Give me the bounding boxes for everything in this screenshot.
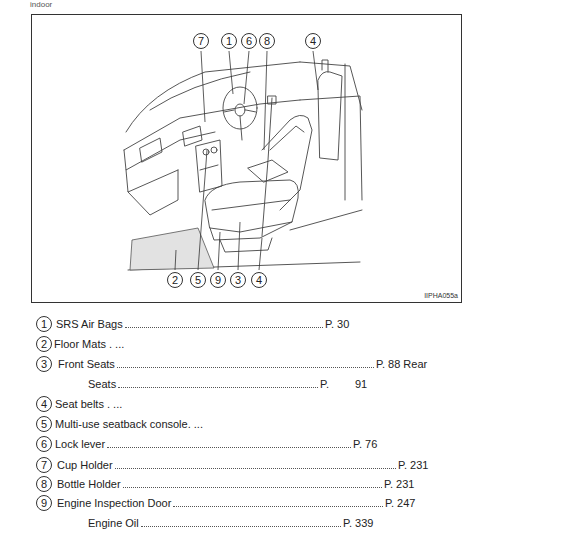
- callout-number: 3: [235, 274, 241, 286]
- list-text: Seats: [88, 377, 116, 391]
- dot-leader: [107, 447, 351, 448]
- callout-number: 1: [41, 318, 47, 330]
- callout-number: 2: [41, 338, 47, 350]
- page-ref: P. 231: [398, 458, 428, 472]
- list-text: Engine Inspection Door: [57, 496, 171, 510]
- dot-leader: [125, 327, 323, 328]
- callout-circle: 9: [36, 495, 52, 511]
- callout-circle: 1: [36, 316, 52, 332]
- callout-number: 8: [41, 478, 47, 490]
- dot-leader: [123, 487, 382, 488]
- callout-number: 9: [215, 274, 221, 286]
- callout-circle: 4: [251, 272, 267, 288]
- page-ref: 91: [355, 377, 367, 391]
- page-ref: P. 247: [385, 496, 415, 510]
- callout-circle: 8: [36, 476, 52, 492]
- page-ref: P. 339: [343, 516, 373, 530]
- list-text: Seat belts . ...: [55, 397, 122, 411]
- callout-circle: 1: [221, 33, 237, 49]
- callout-circle: 3: [230, 272, 246, 288]
- page-ref: P.: [320, 377, 329, 391]
- callout-circle: 7: [193, 33, 209, 49]
- callout-circle: 5: [190, 272, 206, 288]
- page-ref: P. 88 Rear: [376, 357, 427, 371]
- callout-circle: 2: [36, 336, 52, 352]
- callout-number: 4: [41, 398, 47, 410]
- callout-circle: 6: [241, 33, 257, 49]
- callout-number: 5: [41, 418, 47, 430]
- dot-leader: [115, 468, 396, 469]
- callout-circle: 3: [36, 356, 52, 372]
- callout-circle: 5: [36, 416, 52, 432]
- figure-frame: IIPHA055a 7 1 68 4 2 5 9 3 4: [31, 14, 462, 303]
- list-text: Bottle Holder: [57, 477, 121, 491]
- list-text: Cup Holder: [57, 458, 113, 472]
- list-text: Floor Mats . ...: [54, 337, 124, 351]
- page-ref: P. 76: [353, 437, 377, 451]
- list-text: Multi-use seatback console. ...: [55, 417, 203, 431]
- list-text: Engine Oil: [88, 516, 139, 530]
- callout-number: 7: [41, 459, 47, 471]
- callout-number: 9: [41, 497, 47, 509]
- callout-number: 2: [172, 274, 178, 286]
- callout-number: 4: [256, 274, 262, 286]
- callout-number: 3: [41, 358, 47, 370]
- page-ref: P. 30: [325, 317, 349, 331]
- page-ref: P. 231: [384, 477, 414, 491]
- dot-leader: [118, 387, 318, 388]
- header-text: indoor: [30, 0, 52, 10]
- callout-number: 7: [198, 35, 204, 47]
- callout-circle: 6: [36, 436, 52, 452]
- list-text: Lock lever: [55, 437, 105, 451]
- callout-circle: 4: [305, 33, 321, 49]
- callout-number: 6: [246, 35, 252, 47]
- list-text: SRS Air Bags: [56, 317, 123, 331]
- callout-circle: 9: [210, 272, 226, 288]
- dot-leader: [173, 506, 383, 507]
- dot-leader: [117, 367, 374, 368]
- callout-circle: 7: [36, 457, 52, 473]
- callout-number: 4: [310, 35, 316, 47]
- figure-code: IIPHA055a: [424, 292, 458, 300]
- callout-number: 1: [226, 35, 232, 47]
- callout-number: 6: [41, 438, 47, 450]
- callout-number: 5: [195, 274, 201, 286]
- dot-leader: [141, 526, 341, 527]
- list-text: Front Seats: [58, 357, 115, 371]
- callout-circle: 4: [36, 396, 52, 412]
- callout-circle: 2: [167, 272, 183, 288]
- callout-number: 8: [264, 35, 270, 47]
- callout-circle: 8: [259, 33, 275, 49]
